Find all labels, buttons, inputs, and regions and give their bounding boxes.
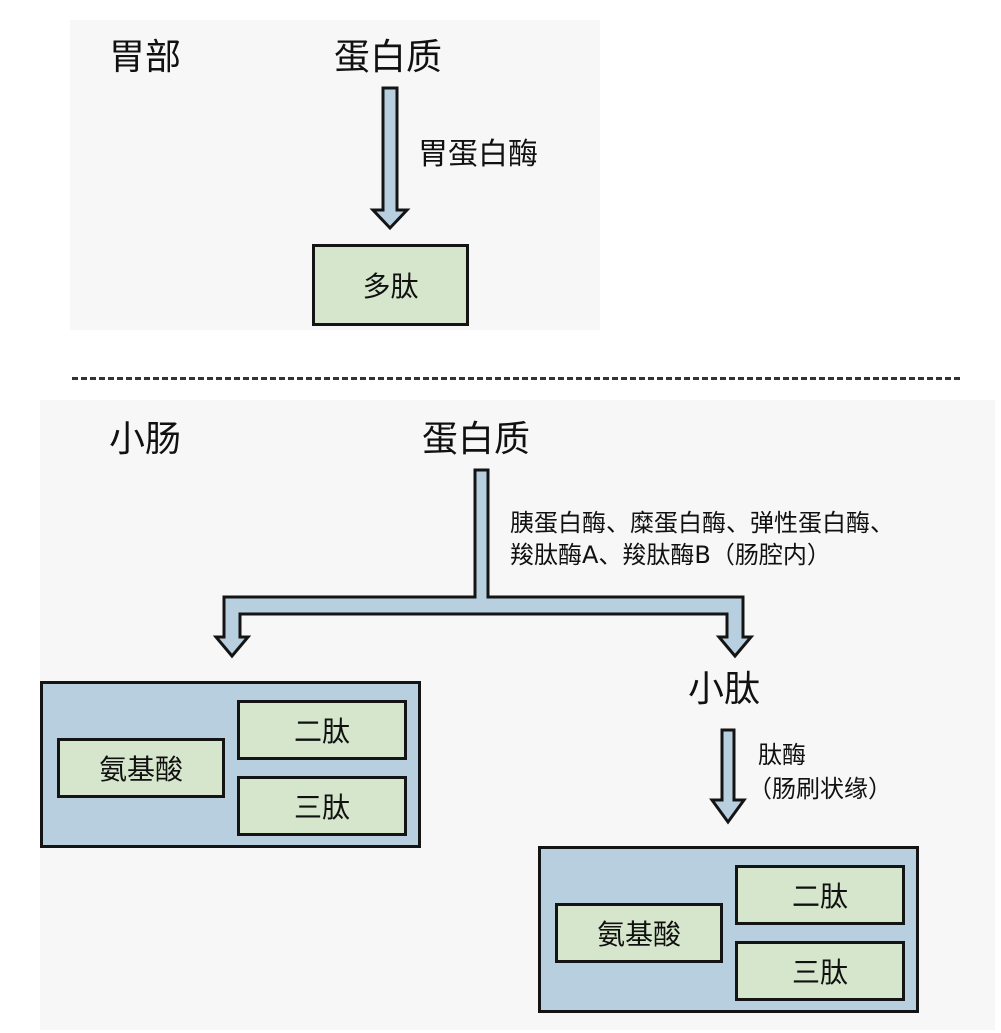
left-tripeptide-box: 三肽	[237, 776, 407, 836]
right-amino-acid-box: 氨基酸	[555, 903, 723, 963]
left-amino-acid-label: 氨基酸	[98, 753, 183, 786]
small-peptide-label: 小肽	[688, 669, 761, 710]
pancreatic-enzymes-line1: 胰蛋白酶、糜蛋白酶、弹性蛋白酶、	[510, 509, 894, 537]
stomach-protein-label: 蛋白质	[334, 37, 443, 78]
pepsin-label: 胃蛋白酶	[418, 137, 538, 172]
left-product-group: 氨基酸 二肽 三肽	[40, 681, 421, 848]
polypeptide-label: 多肽	[362, 270, 419, 303]
intestine-section-label: 小肠	[109, 419, 182, 460]
stomach-section-label: 胃部	[109, 37, 182, 78]
peptidase-arrow	[709, 728, 747, 825]
right-tripeptide-label: 三肽	[791, 956, 848, 989]
peptidase-label-line1: 肽酶	[758, 741, 806, 769]
left-amino-acid-box: 氨基酸	[57, 738, 225, 798]
intestine-branch-arrow	[212, 468, 755, 659]
left-dipeptide-box: 二肽	[237, 700, 407, 760]
right-dipeptide-label: 二肽	[791, 880, 848, 913]
right-product-group: 氨基酸 二肽 三肽	[538, 846, 919, 1013]
left-tripeptide-label: 三肽	[293, 791, 350, 824]
right-dipeptide-box: 二肽	[735, 865, 905, 925]
right-amino-acid-label: 氨基酸	[596, 918, 681, 951]
left-dipeptide-label: 二肽	[293, 715, 350, 748]
right-tripeptide-box: 三肽	[735, 941, 905, 1001]
polypeptide-box: 多肽	[312, 244, 469, 326]
peptidase-label-line2: （肠刷状缘）	[748, 775, 892, 803]
stomach-arrow	[369, 86, 411, 231]
section-divider	[72, 377, 960, 380]
pancreatic-enzymes-line2: 羧肽酶A、羧肽酶B（肠腔内）	[510, 541, 831, 569]
intestine-protein-label: 蛋白质	[422, 419, 531, 460]
